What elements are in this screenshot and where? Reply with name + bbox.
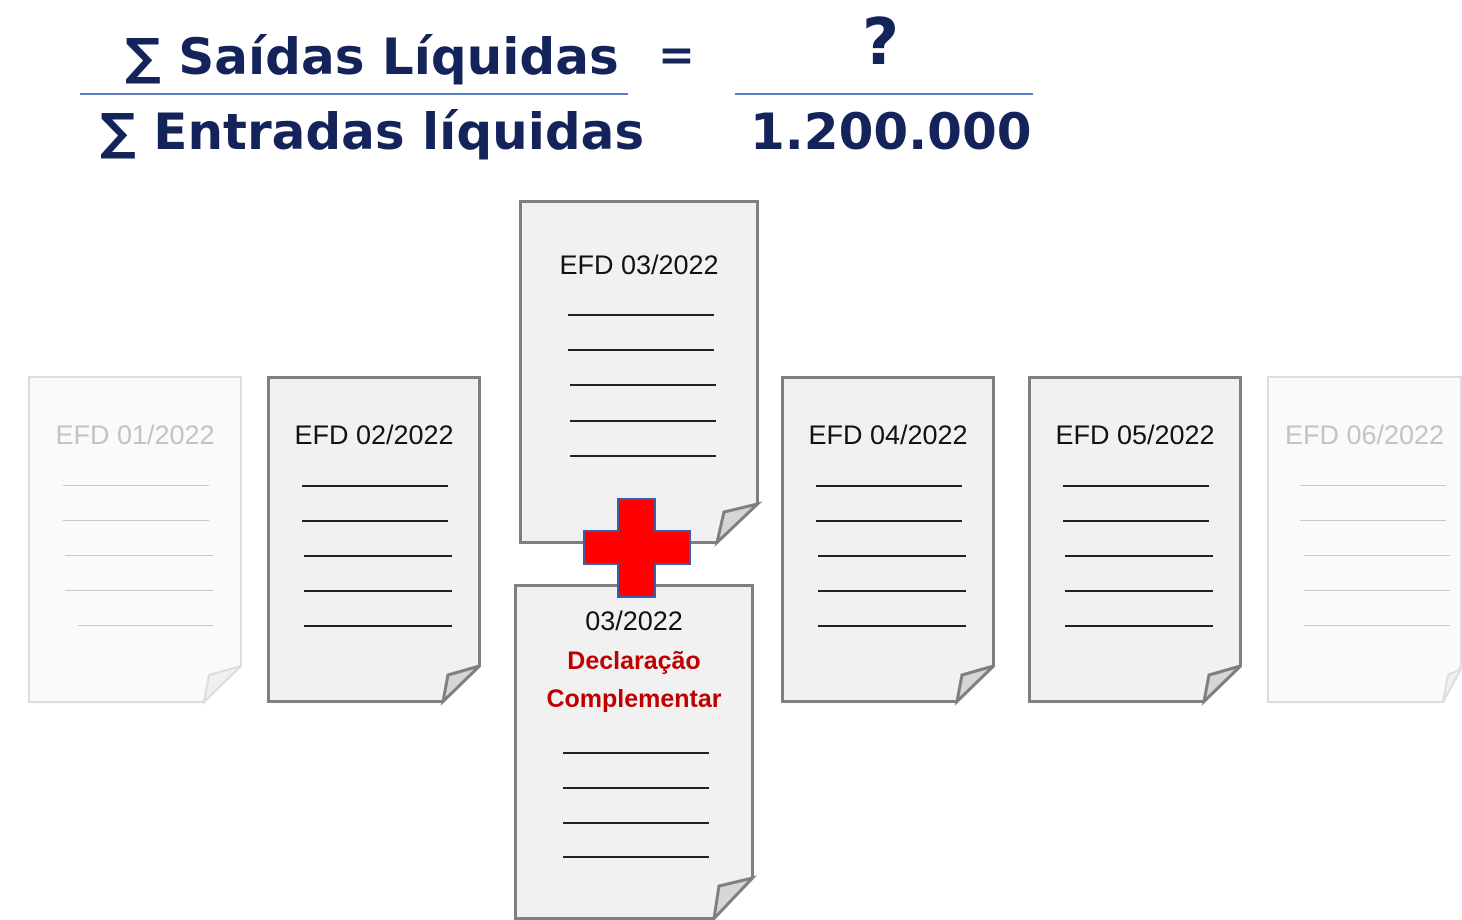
document-icon bbox=[1028, 376, 1242, 706]
document-icon bbox=[781, 376, 995, 706]
document-efd-03: EFD 03/2022 bbox=[519, 200, 763, 548]
document-complementary-03: 03/2022 Declaração Complementar bbox=[514, 584, 758, 920]
document-label: EFD 05/2022 bbox=[1055, 420, 1215, 450]
fraction-line-left bbox=[80, 93, 628, 95]
result-denominator: 1.200.000 bbox=[750, 103, 1032, 161]
document-label: EFD 06/2022 bbox=[1284, 420, 1445, 450]
plus-icon bbox=[583, 498, 691, 598]
complementary-period: 03/2022 bbox=[585, 606, 683, 636]
document-label: EFD 02/2022 bbox=[294, 420, 454, 450]
document-label: EFD 03/2022 bbox=[559, 250, 719, 280]
complementary-title-line1: Declaração bbox=[567, 647, 701, 675]
equals-sign: = bbox=[658, 30, 695, 81]
document-efd-01: EFD 01/2022 bbox=[28, 376, 242, 705]
document-icon bbox=[267, 376, 481, 706]
complementary-title-line2: Complementar bbox=[546, 685, 722, 713]
document-efd-05: EFD 05/2022 bbox=[1028, 376, 1242, 706]
document-efd-06: EFD 06/2022 bbox=[1267, 376, 1462, 703]
result-numerator: ? bbox=[862, 6, 900, 80]
document-efd-02: EFD 02/2022 bbox=[267, 376, 481, 706]
document-icon bbox=[519, 200, 763, 548]
document-efd-04: EFD 04/2022 bbox=[781, 376, 995, 706]
document-label: EFD 01/2022 bbox=[55, 420, 215, 450]
numerator-text: ∑ Saídas Líquidas bbox=[125, 28, 619, 86]
document-label: EFD 04/2022 bbox=[808, 420, 968, 450]
document-icon bbox=[28, 376, 242, 705]
fraction-line-right bbox=[735, 93, 1033, 95]
denominator-text: ∑ Entradas líquidas bbox=[100, 103, 645, 161]
document-icon bbox=[1267, 376, 1462, 703]
